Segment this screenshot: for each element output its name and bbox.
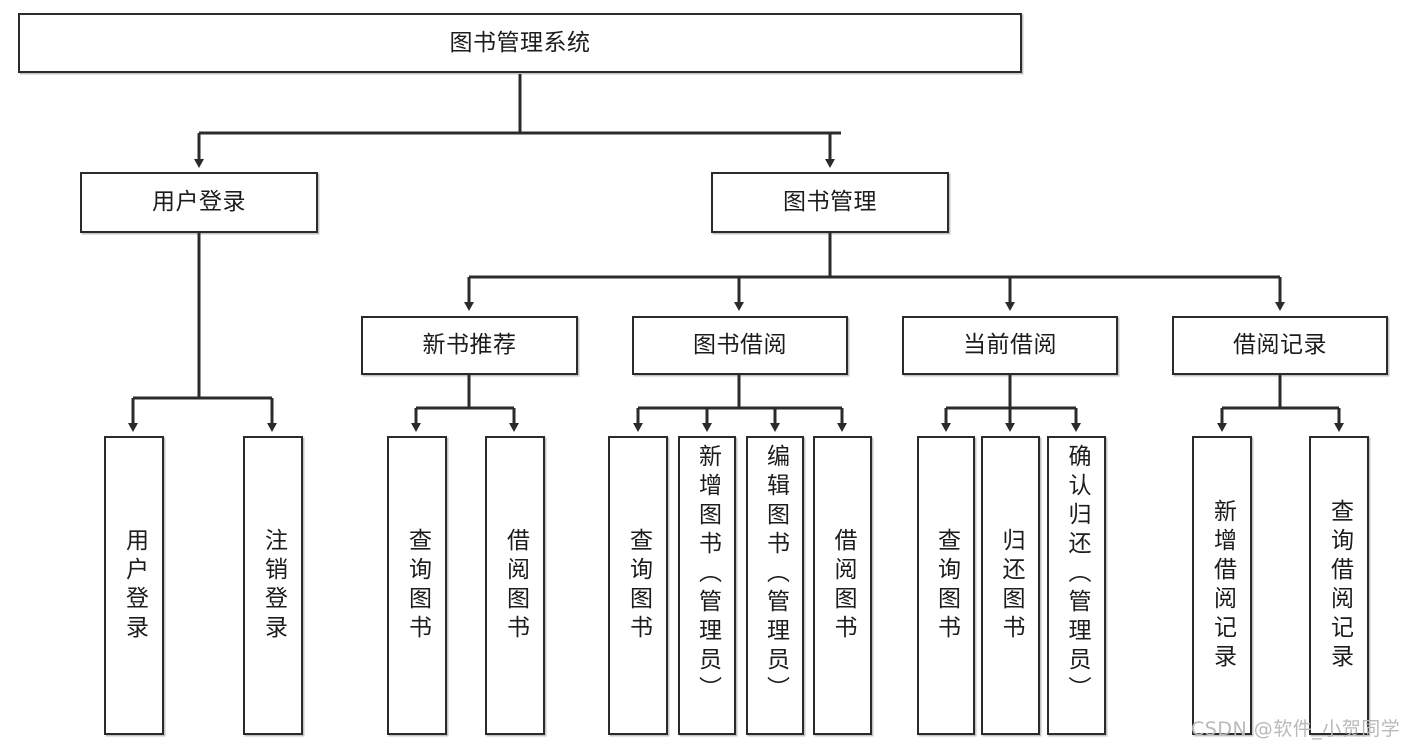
leaf-recommend-query-book-label: 查询图书 — [404, 527, 431, 644]
node-book-borrow[interactable]: 图书借阅 — [632, 316, 848, 375]
leaf-confirm-return-admin-label: 确认归还（管理员） — [1064, 444, 1090, 705]
leaf-edit-book-admin[interactable]: 编辑图书（管理员） — [746, 436, 804, 735]
node-new-book-recommend-label: 新书推荐 — [422, 332, 517, 359]
leaf-add-borrow-record[interactable]: 新增借阅记录 — [1192, 436, 1252, 735]
leaf-add-borrow-record-label: 新增借阅记录 — [1209, 498, 1236, 673]
leaf-borrow-borrow-book[interactable]: 借阅图书 — [813, 436, 872, 735]
node-current-borrow[interactable]: 当前借阅 — [902, 316, 1118, 375]
leaf-add-book-admin-label: 新增图书（管理员） — [694, 444, 721, 705]
leaf-recommend-borrow-book[interactable]: 借阅图书 — [485, 436, 545, 735]
leaf-query-borrow-record-label: 查询借阅记录 — [1326, 498, 1353, 673]
leaf-user-login[interactable]: 用户登录 — [104, 436, 164, 735]
leaf-logout-label: 注销登录 — [260, 527, 287, 644]
leaf-return-book-label: 归还图书 — [998, 527, 1024, 644]
leaf-user-login-label: 用户登录 — [121, 527, 148, 644]
leaf-return-book[interactable]: 归还图书 — [981, 436, 1040, 735]
node-borrow-record[interactable]: 借阅记录 — [1172, 316, 1388, 375]
node-book-borrow-label: 图书借阅 — [693, 332, 787, 359]
leaf-recommend-query-book[interactable]: 查询图书 — [387, 436, 447, 735]
leaf-current-query-book[interactable]: 查询图书 — [917, 436, 975, 735]
leaf-logout[interactable]: 注销登录 — [243, 436, 303, 735]
leaf-confirm-return-admin[interactable]: 确认归还（管理员） — [1047, 436, 1106, 735]
leaf-query-borrow-record[interactable]: 查询借阅记录 — [1309, 436, 1369, 735]
csdn-watermark: CSDN @软件_小贺同学 — [1191, 718, 1401, 740]
leaf-recommend-borrow-book-label: 借阅图书 — [502, 527, 529, 644]
node-current-borrow-label: 当前借阅 — [963, 332, 1057, 359]
node-book-management[interactable]: 图书管理 — [711, 172, 949, 233]
leaf-borrow-query-book[interactable]: 查询图书 — [608, 436, 668, 735]
node-user-login[interactable]: 用户登录 — [80, 172, 318, 233]
leaf-borrow-borrow-book-label: 借阅图书 — [830, 527, 856, 644]
node-borrow-record-label: 借阅记录 — [1233, 332, 1327, 359]
leaf-edit-book-admin-label: 编辑图书（管理员） — [762, 444, 789, 705]
node-user-login-label: 用户登录 — [152, 189, 246, 216]
leaf-add-book-admin[interactable]: 新增图书（管理员） — [678, 436, 736, 735]
node-book-management-label: 图书管理 — [783, 189, 877, 216]
node-root[interactable]: 图书管理系统 — [18, 13, 1022, 73]
leaf-current-query-book-label: 查询图书 — [933, 527, 960, 644]
node-new-book-recommend[interactable]: 新书推荐 — [361, 316, 578, 375]
leaf-borrow-query-book-label: 查询图书 — [625, 527, 652, 644]
node-root-label: 图书管理系统 — [449, 29, 591, 56]
